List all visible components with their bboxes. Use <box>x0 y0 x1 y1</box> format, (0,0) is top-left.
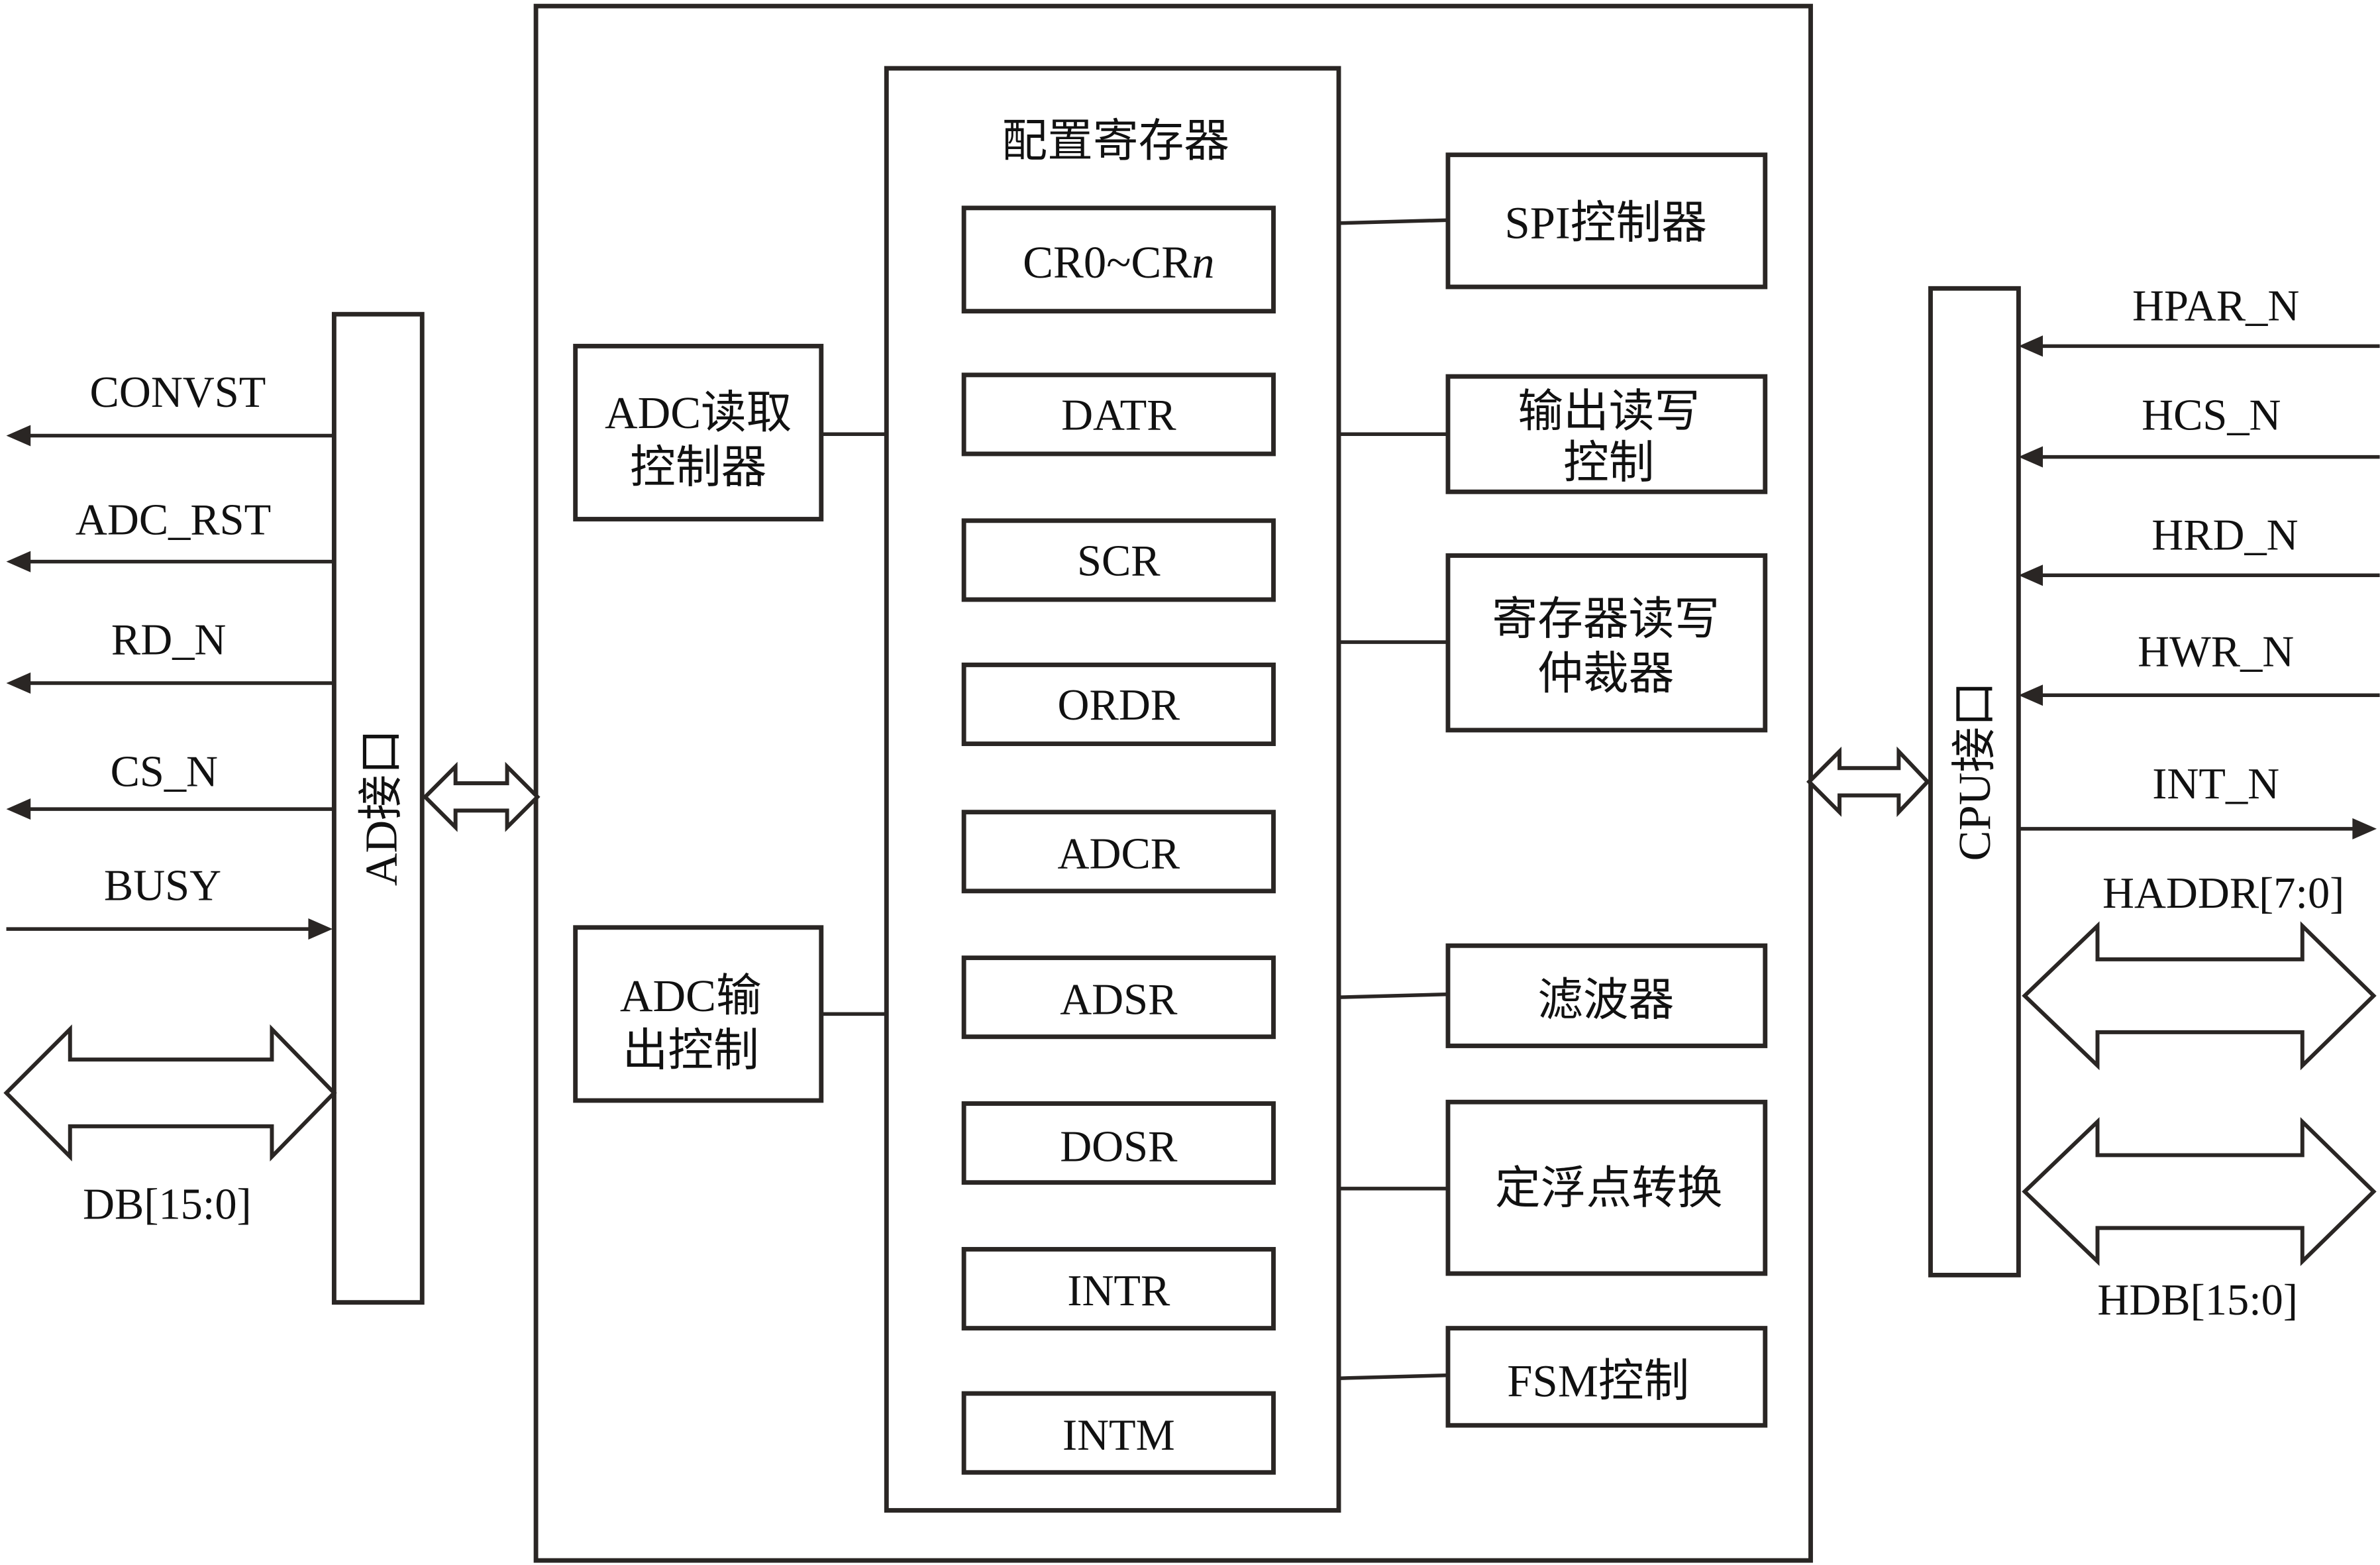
svg-text:HDB[15:0]: HDB[15:0] <box>2097 1276 2298 1324</box>
left-data-bus: DB[15:0] <box>3 1024 337 1229</box>
right-signal-hwr-n: HWR_N <box>2018 628 2380 706</box>
right-signal-hpar-n: HPAR_N <box>2018 282 2380 357</box>
svg-text:ADC_RST: ADC_RST <box>76 496 271 544</box>
register-label: CR0~CR <box>1023 237 1192 288</box>
svg-text:HPAR_N: HPAR_N <box>2132 282 2299 330</box>
svg-text:寄存器读写: 寄存器读写 <box>1492 594 1720 645</box>
right-data-bus: HDB[15:0] <box>2022 1116 2377 1324</box>
arrow-left-icon <box>2018 684 2044 706</box>
config-register-title: 配置寄存器 <box>1002 116 1229 166</box>
svg-text:AD接口: AD接口 <box>356 729 406 886</box>
register-rw-arbiter: 寄存器读写 仲裁器 <box>1445 553 1768 733</box>
svg-text:CR0~CRn: CR0~CRn <box>1023 237 1214 288</box>
svg-text:输出读写: 输出读写 <box>1518 386 1700 437</box>
left-signal-busy: BUSY <box>6 862 333 940</box>
svg-text:仲裁器: 仲裁器 <box>1537 649 1674 699</box>
arrow-right-icon <box>308 918 333 940</box>
left-signal-adc-rst: ADC_RST <box>6 496 335 572</box>
connector-line <box>1338 1373 1449 1380</box>
svg-text:ADC输: ADC输 <box>620 971 762 1021</box>
svg-text:定浮点转换: 定浮点转换 <box>1495 1163 1723 1214</box>
svg-text:ADC读取: ADC读取 <box>605 388 792 438</box>
register-box: INTM <box>961 1391 1276 1475</box>
connector-line <box>1338 218 1449 225</box>
register-box: INTR <box>961 1247 1276 1331</box>
right-signal-int-n: INT_N <box>2018 760 2377 839</box>
fixed-float-conversion: 定浮点转换 <box>1445 1099 1768 1276</box>
register-box: CR0~CRn <box>961 205 1276 314</box>
left-signal-cs-n: CS_N <box>6 748 335 820</box>
bidirectional-arrow-icon <box>1806 746 1931 818</box>
bidirectional-arrow-icon <box>422 761 541 832</box>
register-label: ADSR <box>1060 975 1178 1024</box>
svg-text:CPU接口: CPU接口 <box>1949 681 2000 861</box>
svg-text:HCS_N: HCS_N <box>2142 391 2281 439</box>
right-address-bus: HADDR[7:0] <box>2022 869 2377 1071</box>
svg-text:BUSY: BUSY <box>104 862 221 910</box>
svg-text:控制器: 控制器 <box>630 443 766 493</box>
svg-text:滤波器: 滤波器 <box>1537 975 1674 1026</box>
svg-text:HRD_N: HRD_N <box>2151 511 2298 559</box>
adc-output-controller: ADC输 出控制 <box>573 925 824 1103</box>
right-signal-hcs-n: HCS_N <box>2018 391 2380 468</box>
register-box: SCR <box>961 518 1276 602</box>
right-signal-hrd-n: HRD_N <box>2018 511 2380 586</box>
svg-text:SPI控制器: SPI控制器 <box>1504 198 1706 248</box>
bidirectional-bus-icon <box>2022 1116 2377 1266</box>
svg-text:DB[15:0]: DB[15:0] <box>83 1181 252 1229</box>
ad-interface: AD接口 <box>331 311 425 1305</box>
register-label: DOSR <box>1060 1123 1178 1171</box>
adc-read-controller: ADC读取 控制器 <box>573 343 824 521</box>
spi-controller: SPI控制器 <box>1445 152 1768 290</box>
svg-text:FSM控制: FSM控制 <box>1507 1356 1689 1407</box>
arrow-right-icon <box>2352 818 2377 839</box>
output-rw-control: 输出读写 控制 <box>1445 374 1768 494</box>
bidirectional-bus-icon <box>3 1024 337 1162</box>
register-list: CR0~CRn DATR SCR ORDR ADCR ADSR DOSR IN <box>961 205 1276 1475</box>
register-label: INTM <box>1062 1411 1175 1460</box>
register-label-suffix: n <box>1192 237 1214 288</box>
svg-text:出控制: 出控制 <box>623 1025 759 1075</box>
arrow-left-icon <box>2018 446 2044 468</box>
cpu-interface: CPU接口 <box>1928 286 2021 1277</box>
svg-text:控制: 控制 <box>1563 438 1654 488</box>
arrow-left-icon <box>6 425 31 447</box>
arrow-left-icon <box>2018 565 2044 586</box>
register-label: ADCR <box>1058 830 1180 878</box>
register-box: ADCR <box>961 810 1276 894</box>
register-label: SCR <box>1077 537 1161 585</box>
arrow-left-icon <box>6 798 31 820</box>
left-signal-rd-n: RD_N <box>6 616 335 694</box>
register-box: DATR <box>961 372 1276 457</box>
register-label: INTR <box>1067 1267 1170 1315</box>
svg-text:RD_N: RD_N <box>111 616 226 664</box>
filter: 滤波器 <box>1445 943 1768 1048</box>
svg-text:HADDR[7:0]: HADDR[7:0] <box>2102 869 2344 918</box>
fsm-control: FSM控制 <box>1445 1326 1768 1428</box>
bidirectional-bus-icon <box>2022 921 2377 1071</box>
svg-text:CONVST: CONVST <box>90 368 266 417</box>
arrow-left-icon <box>2018 335 2044 357</box>
register-box: ADSR <box>961 955 1276 1040</box>
register-label: ORDR <box>1058 681 1180 729</box>
svg-text:HWR_N: HWR_N <box>2138 628 2294 676</box>
svg-text:INT_N: INT_N <box>2152 760 2279 808</box>
svg-text:CS_N: CS_N <box>111 748 218 796</box>
register-box: DOSR <box>961 1101 1276 1185</box>
register-label: DATR <box>1061 391 1176 439</box>
register-box: ORDR <box>961 663 1276 747</box>
arrow-left-icon <box>6 672 31 694</box>
left-signal-convst: CONVST <box>6 368 335 447</box>
connector-line <box>1338 992 1449 999</box>
arrow-left-icon <box>6 551 31 572</box>
